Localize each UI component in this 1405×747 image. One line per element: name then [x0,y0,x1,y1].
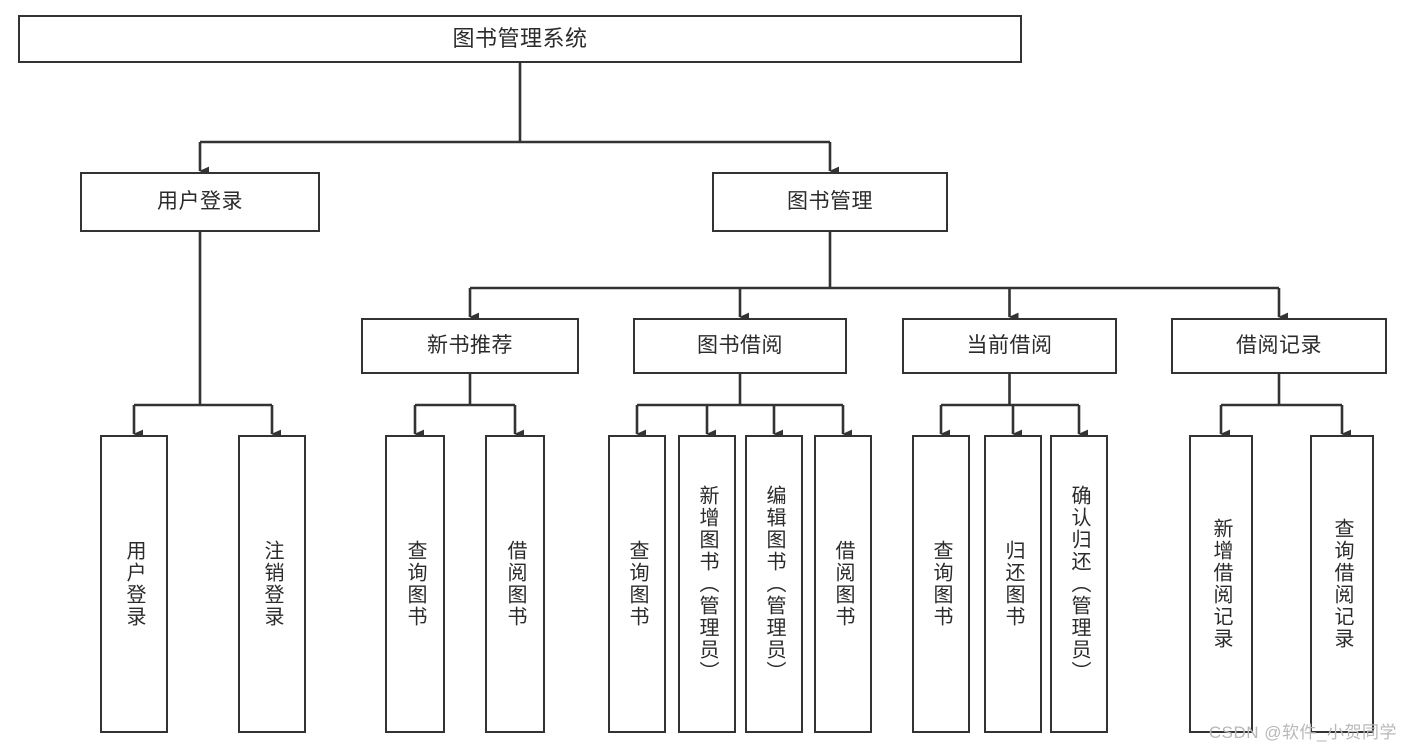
node-label: 用户登录 [123,540,145,628]
node-label: 查询图书 [626,540,648,628]
node-leaf-bb-query[interactable]: 查询图书 [608,435,666,733]
node-leaf-bb-add[interactable]: 新增图书（管理员） [678,435,736,733]
node-current-borrow[interactable]: 当前借阅 [902,318,1117,374]
node-label: 借阅图书 [832,540,854,628]
node-borrow-record[interactable]: 借阅记录 [1171,318,1387,374]
node-leaf-bb-edit[interactable]: 编辑图书（管理员） [745,435,803,733]
node-label: 图书借阅 [697,333,783,357]
node-label: 当前借阅 [966,333,1053,357]
node-label: 用户登录 [157,189,243,213]
node-leaf-br-add[interactable]: 新增借阅记录 [1189,435,1253,733]
node-leaf-rec-borrow[interactable]: 借阅图书 [485,435,545,733]
node-label: 新书推荐 [427,333,513,357]
node-leaf-user-login[interactable]: 用户登录 [100,435,168,733]
node-new-book-rec[interactable]: 新书推荐 [361,318,579,374]
node-label: 查询借阅记录 [1331,518,1353,650]
node-label: 确认归还（管理员） [1068,485,1090,683]
node-leaf-bb-borrow[interactable]: 借阅图书 [814,435,872,733]
node-leaf-rec-query[interactable]: 查询图书 [385,435,445,733]
node-label: 归还图书 [1002,540,1024,628]
node-leaf-user-logout[interactable]: 注销登录 [238,435,306,733]
node-label: 新增借阅记录 [1210,518,1232,650]
node-book-borrow[interactable]: 图书借阅 [633,318,847,374]
node-leaf-cb-query[interactable]: 查询图书 [912,435,970,733]
node-leaf-cb-return[interactable]: 归还图书 [984,435,1042,733]
node-label: 编辑图书（管理员） [763,485,785,683]
node-user-login[interactable]: 用户登录 [80,172,320,232]
node-label: 借阅图书 [504,540,526,628]
node-label: 图书管理系统 [452,26,588,52]
node-leaf-br-query[interactable]: 查询借阅记录 [1310,435,1374,733]
node-label: 图书管理 [787,189,873,213]
node-label: 查询图书 [930,540,952,628]
node-label: 借阅记录 [1236,333,1322,357]
node-root[interactable]: 图书管理系统 [18,15,1022,63]
node-label: 注销登录 [261,540,283,628]
node-book-manage[interactable]: 图书管理 [712,172,948,232]
node-label: 新增图书（管理员） [696,485,718,683]
node-leaf-cb-confirm[interactable]: 确认归还（管理员） [1050,435,1108,733]
node-label: 查询图书 [404,540,426,628]
